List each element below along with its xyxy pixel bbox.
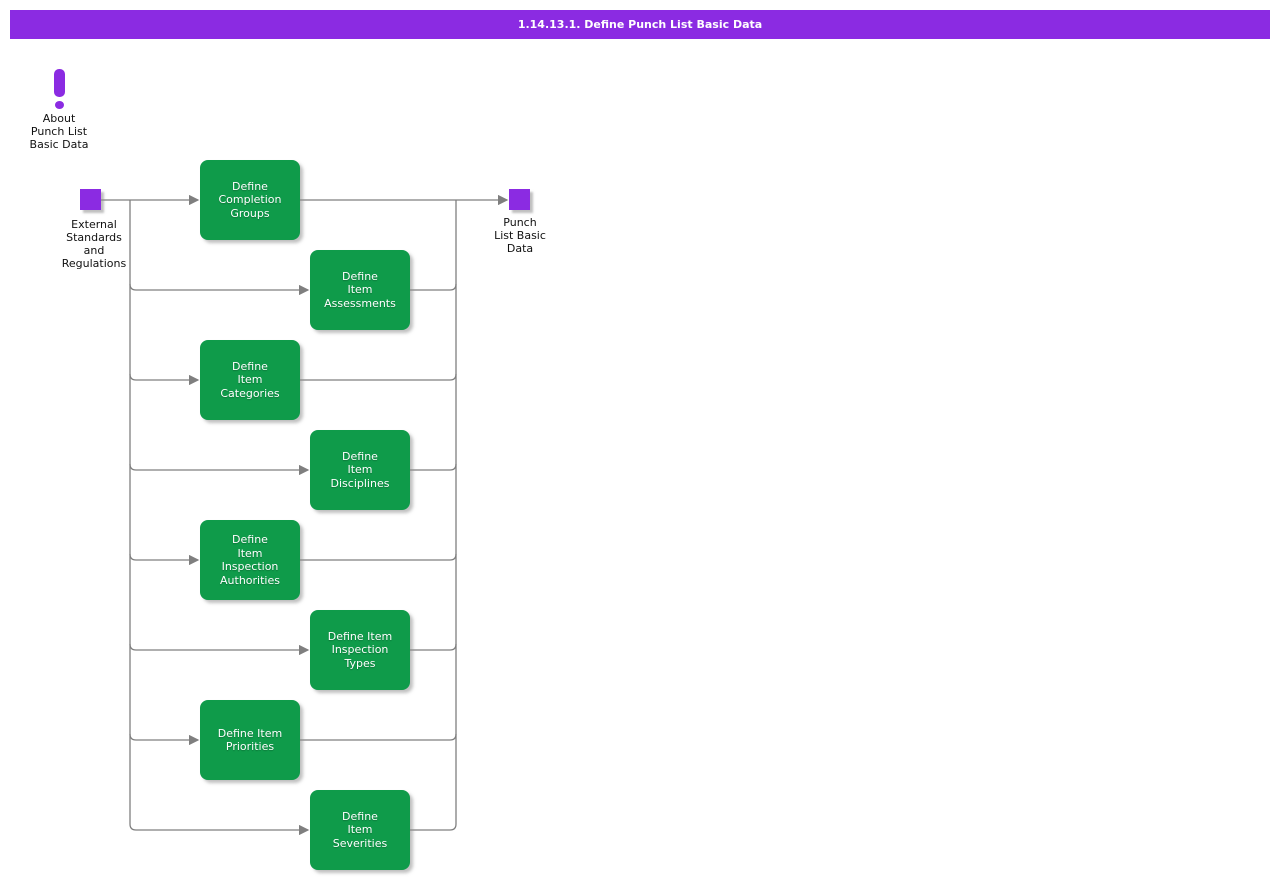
process-box-define-item-disciplines[interactable]: Define Item Disciplines	[310, 430, 410, 510]
output-node-square[interactable]	[509, 189, 530, 210]
process-box-define-item-severities[interactable]: Define Item Severities	[310, 790, 410, 870]
process-box-define-completion-groups[interactable]: Define Completion Groups	[200, 160, 300, 240]
input-node-label: External Standards and Regulations	[61, 218, 127, 270]
diagram-title-bar: 1.14.13.1. Define Punch List Basic Data	[10, 10, 1270, 39]
process-box-define-item-priorities[interactable]: Define Item Priorities	[200, 700, 300, 780]
page-title: 1.14.13.1. Define Punch List Basic Data	[517, 18, 763, 31]
process-box-define-item-assessments[interactable]: Define Item Assessments	[310, 250, 410, 330]
about-note-label[interactable]: About Punch List Basic Data	[29, 112, 89, 151]
input-node-square[interactable]	[80, 189, 101, 210]
exclamation-bar	[54, 69, 65, 97]
output-node-label: Punch List Basic Data	[494, 216, 546, 255]
process-box-define-item-inspection-types[interactable]: Define Item Inspection Types	[310, 610, 410, 690]
process-box-define-item-inspection-authorities[interactable]: Define Item Inspection Authorities	[200, 520, 300, 600]
about-exclamation-icon[interactable]	[40, 66, 78, 112]
exclamation-dot	[55, 101, 64, 109]
process-box-define-item-categories[interactable]: Define Item Categories	[200, 340, 300, 420]
